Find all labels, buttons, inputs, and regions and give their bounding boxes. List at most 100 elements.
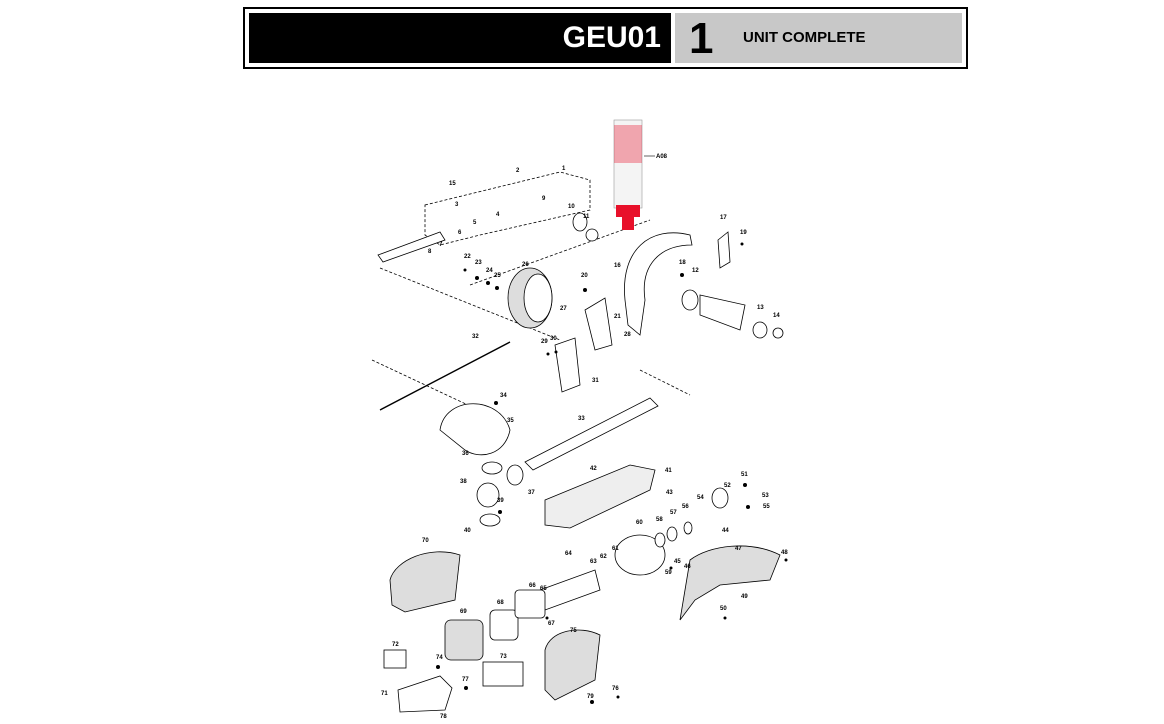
part-label-9: 9 (542, 196, 546, 202)
stator (444, 619, 484, 661)
part-label-46: 46 (684, 564, 691, 570)
part-label-61: 61 (612, 546, 619, 552)
part-label-16: 16 (614, 263, 621, 269)
clamp-38 (476, 482, 500, 508)
part-label-31: 31 (592, 378, 599, 384)
part-label-73: 73 (500, 654, 507, 660)
part-label-44: 44 (722, 528, 729, 534)
part-label-58: 58 (656, 517, 663, 523)
part-label-2: 2 (516, 168, 520, 174)
part-label-24: 24 (486, 268, 493, 274)
part-label-21: 21 (614, 314, 621, 320)
grease-tube (613, 119, 655, 230)
part-label-15: 15 (449, 181, 456, 187)
clamp-37 (506, 464, 524, 486)
part-label-72: 72 (392, 642, 399, 648)
part-label-71: 71 (381, 691, 388, 697)
main-tube (524, 397, 659, 471)
part-label-41: 41 (665, 468, 672, 474)
part-label-56: 56 (682, 504, 689, 510)
bearing-12 (681, 289, 699, 311)
part-label-26: 26 (522, 262, 529, 268)
housing-49 (679, 545, 781, 621)
part-label-64: 64 (565, 551, 572, 557)
part-label-57: 57 (670, 510, 677, 516)
clamp-40 (479, 513, 501, 527)
part-label-14: 14 (773, 313, 780, 319)
part-label-50: 50 (720, 606, 727, 612)
part-label-45: 45 (674, 559, 681, 565)
part-label-67: 67 (548, 621, 555, 627)
part-label-69: 69 (460, 609, 467, 615)
part-label-28: 28 (624, 332, 631, 338)
part-label-37: 37 (528, 490, 535, 496)
part-label-30: 30 (550, 336, 557, 342)
part-label-29: 29 (541, 339, 548, 345)
handle-loop (397, 675, 453, 713)
part-label-79: 79 (587, 694, 594, 700)
part-label-60: 60 (636, 520, 643, 526)
part-label-22: 22 (464, 254, 471, 260)
part-label-47: 47 (735, 546, 742, 552)
part-label-53: 53 (762, 493, 769, 499)
washer-13 (752, 321, 768, 339)
part-label-32: 32 (472, 334, 479, 340)
part-label-18: 18 (679, 260, 686, 266)
part-label-49: 49 (741, 594, 748, 600)
part-label-51: 51 (741, 472, 748, 478)
housing-70 (389, 551, 461, 613)
grease-label: A08 (656, 154, 668, 160)
blade (699, 294, 746, 331)
part-label-75: 75 (570, 628, 577, 634)
holder-66 (514, 589, 546, 619)
part-label-3: 3 (455, 202, 459, 208)
part-label-36: 36 (462, 451, 469, 457)
part-label-54: 54 (697, 495, 704, 501)
figure-number: 1 (689, 14, 714, 63)
fasteners (436, 242, 788, 704)
part-label-77: 77 (462, 677, 469, 683)
part-label-63: 63 (590, 559, 597, 565)
plate-21 (584, 297, 613, 351)
part-label-23: 23 (475, 260, 482, 266)
armature (539, 569, 601, 611)
part-label-65: 65 (540, 586, 547, 592)
switch-72 (383, 649, 407, 669)
part-label-1: 1 (562, 166, 566, 172)
nut-14 (772, 327, 784, 339)
part-label-20: 20 (581, 273, 588, 279)
part-label-48: 48 (781, 550, 788, 556)
part-label-17: 17 (720, 215, 727, 221)
part-label-27: 27 (560, 306, 567, 312)
part-label-7: 7 (439, 242, 443, 248)
part-label-33: 33 (578, 416, 585, 422)
part-label-25: 25 (494, 273, 501, 279)
part-label-68: 68 (497, 600, 504, 606)
part-label-35: 35 (507, 418, 514, 424)
part-label-8: 8 (428, 249, 432, 255)
part-label-6: 6 (458, 230, 462, 236)
part-label-55: 55 (763, 504, 770, 510)
figure-title-box: 1 UNIT COMPLETE (675, 13, 962, 63)
plate-31 (554, 337, 581, 393)
clamp-36 (481, 461, 503, 475)
model-number: GEU01 (249, 13, 671, 63)
part-label-70: 70 (422, 538, 429, 544)
blade-guard (624, 232, 693, 336)
part-label-11: 11 (583, 214, 590, 220)
figure-title: UNIT COMPLETE (743, 29, 866, 46)
part-label-10: 10 (568, 204, 575, 210)
part-label-34: 34 (500, 393, 507, 399)
lower-guard (439, 403, 511, 456)
part-label-62: 62 (600, 554, 607, 560)
part-label-13: 13 (757, 305, 764, 311)
part-label-78: 78 (440, 714, 447, 720)
part-label-39: 39 (497, 498, 504, 504)
figure-header: GEU01 1 UNIT COMPLETE (243, 7, 968, 69)
part-label-12: 12 (692, 268, 699, 274)
head-assembly-outline (424, 171, 591, 246)
tube-upper (377, 231, 446, 263)
part-label-42: 42 (590, 466, 597, 472)
part-label-38: 38 (460, 479, 467, 485)
